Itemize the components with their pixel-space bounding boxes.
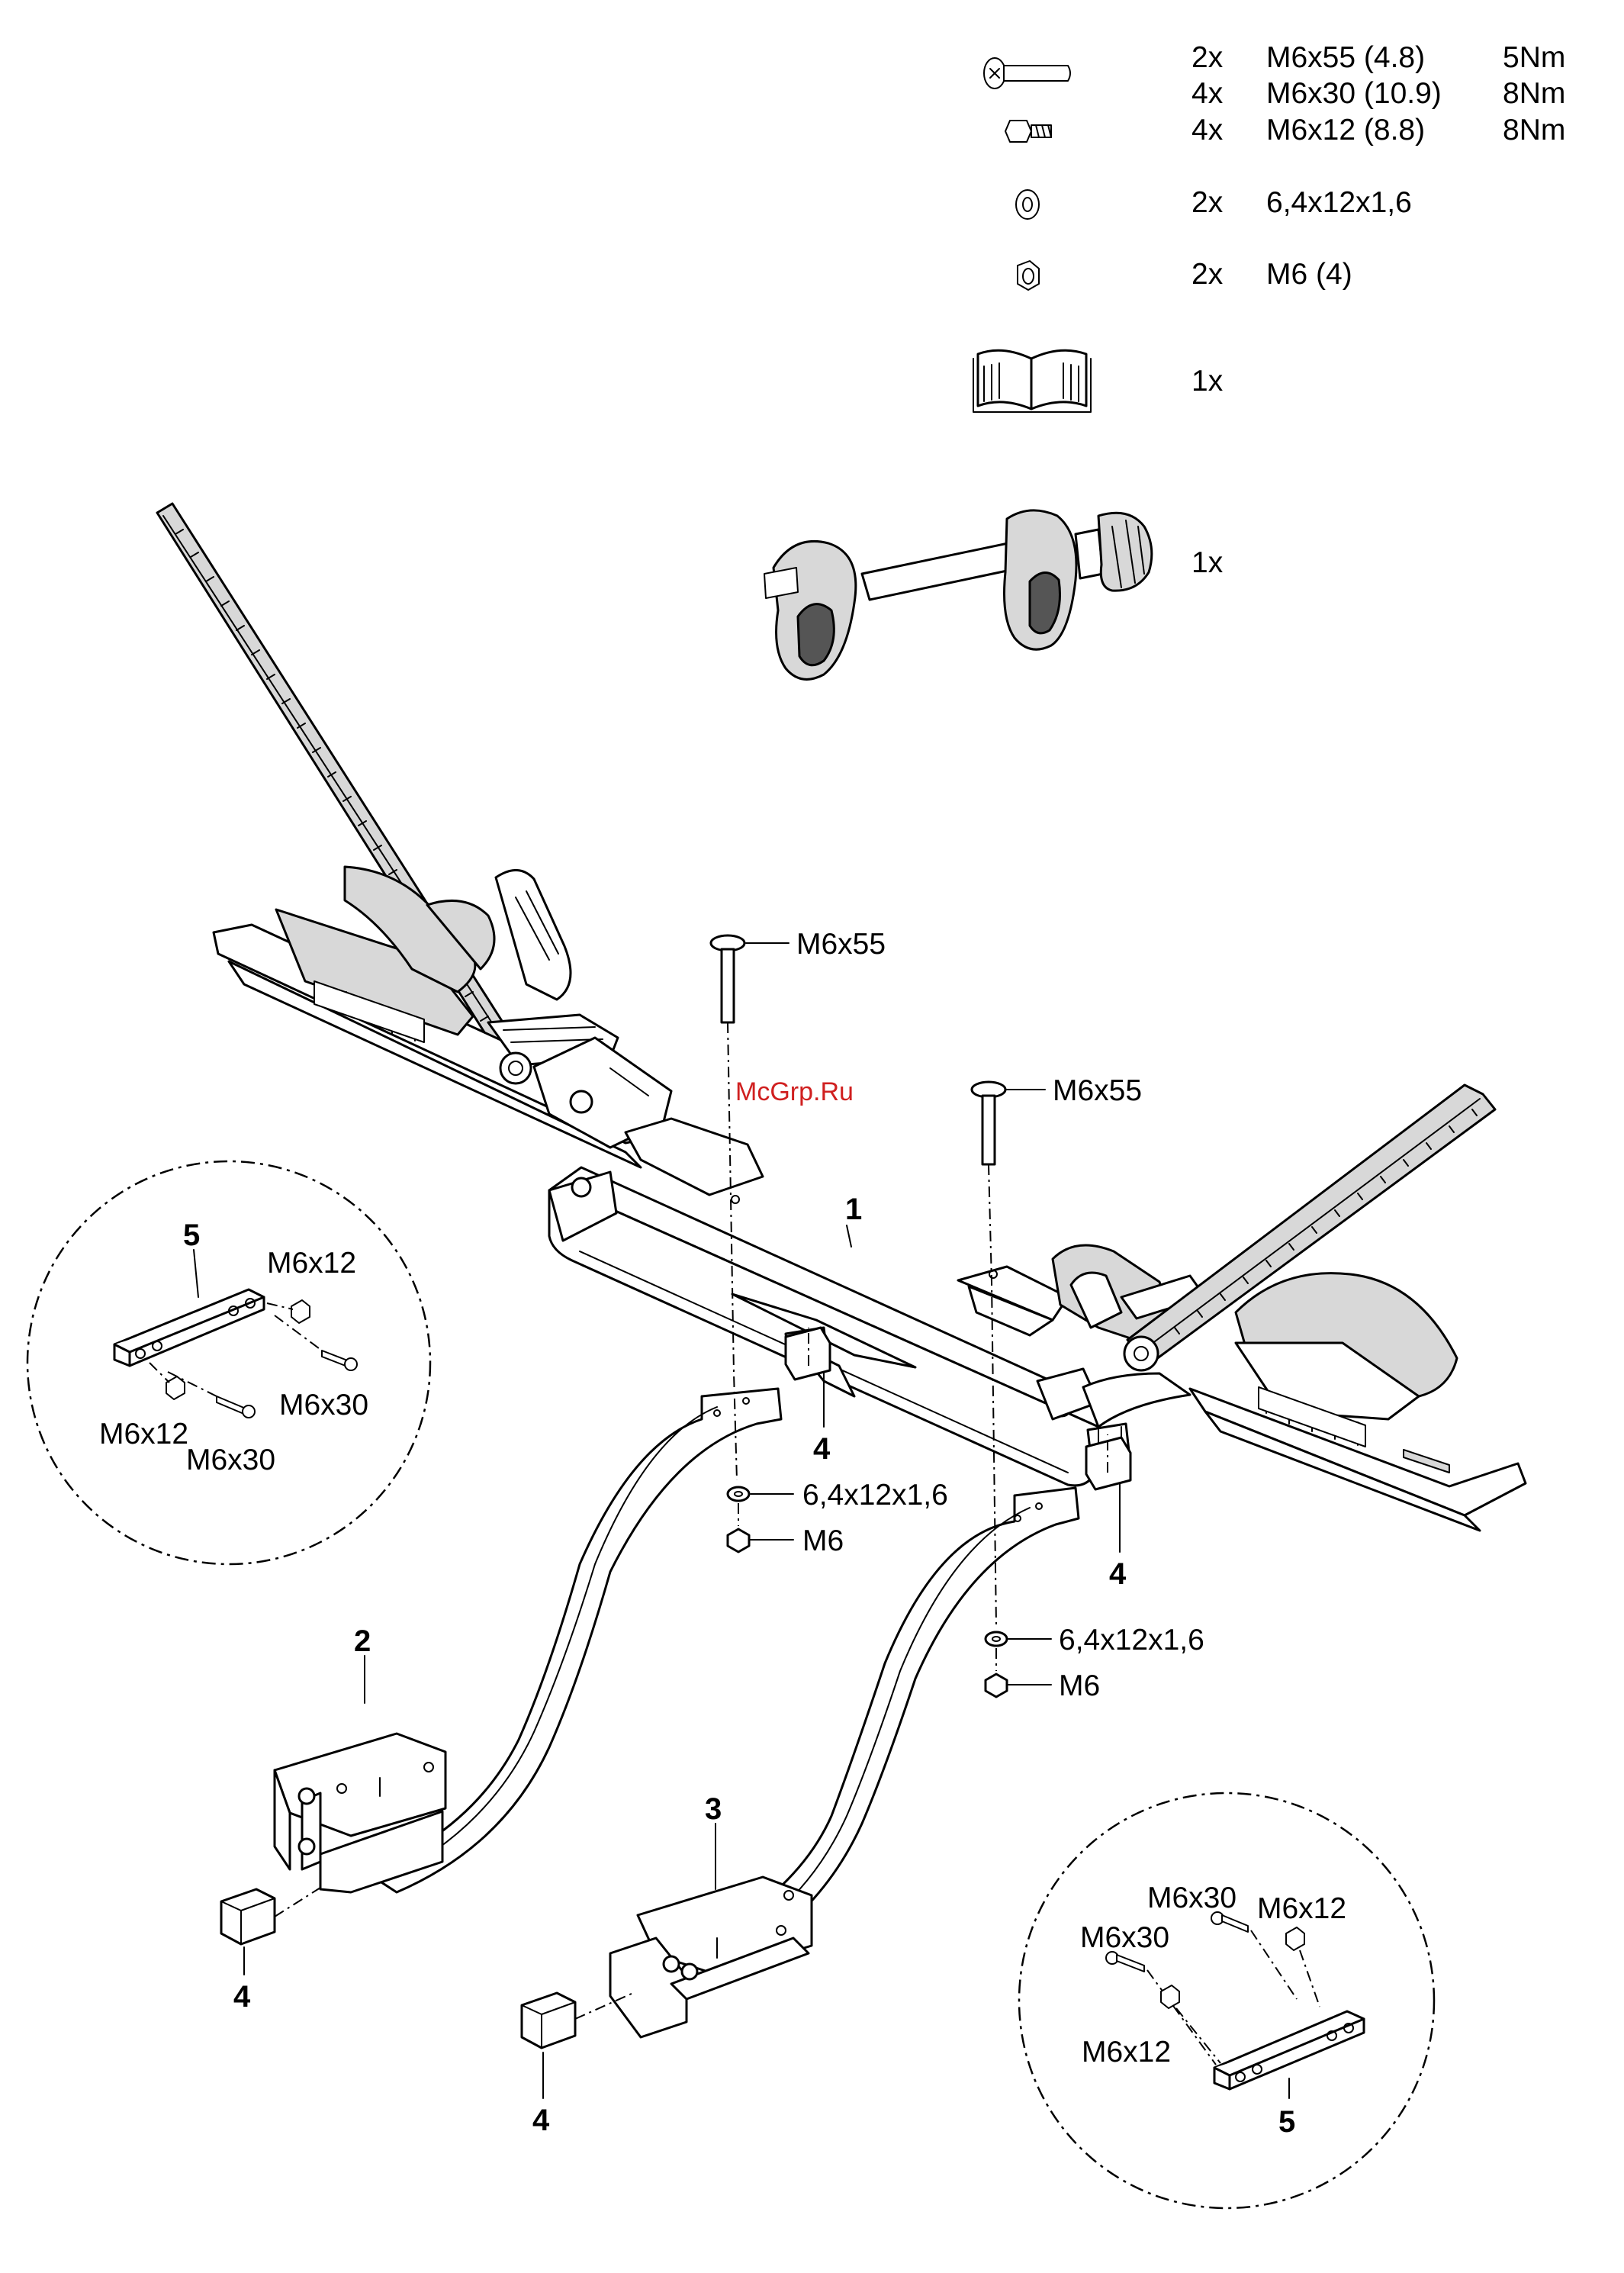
nut-left <box>728 1529 749 1552</box>
detail-label: M6x30 <box>1147 1882 1236 1914</box>
end-cap-right <box>522 1993 575 2048</box>
callout-washer: 6,4x12x1,6 <box>802 1479 948 1512</box>
frame-holder-icon <box>764 510 1152 680</box>
detail-label: M6x12 <box>1257 1892 1346 1925</box>
parts-list-text: 2x M6x55 (4.8) 5Nm 4x M6x30 (10.9) 8Nm 4… <box>1191 41 1565 579</box>
callout-nut: M6 <box>802 1524 844 1557</box>
detail-circle-left: 5 M6x12 M6x30 M6x12 M6x30 <box>27 1161 430 1564</box>
part-number-4: 4 <box>1109 1557 1127 1591</box>
detail-label: M6x12 <box>1082 2036 1171 2069</box>
callout-nut: M6 <box>1059 1669 1100 1702</box>
washer-left <box>728 1487 749 1501</box>
bolt-icon <box>1005 121 1051 142</box>
detail-label: M6x12 <box>267 1247 356 1280</box>
part-number-4: 4 <box>233 1980 251 2014</box>
part-number-1: 1 <box>845 1193 862 1226</box>
detail-circle-right: M6x30 M6x12 M6x30 M6x12 5 <box>1019 1793 1434 2208</box>
detail-part-number-5: 5 <box>1278 2105 1295 2139</box>
detail-label: M6x30 <box>279 1389 368 1421</box>
parts-qty: 4x <box>1191 77 1224 110</box>
part-number-2: 2 <box>354 1624 371 1658</box>
parts-spec: 6,4x12x1,6 <box>1266 186 1412 219</box>
parts-qty: 1x <box>1191 546 1224 579</box>
manual-book-icon <box>973 350 1091 412</box>
parts-torque: 8Nm <box>1503 77 1565 110</box>
part-number-3: 3 <box>705 1792 722 1826</box>
parts-spec: M6x30 (10.9) <box>1266 77 1442 110</box>
carriage-bolt-left <box>711 935 744 1022</box>
wheel-tray-left <box>214 867 671 1167</box>
callout-bolt-m6x55: M6x55 <box>796 928 886 961</box>
parts-spec: M6 (4) <box>1266 258 1352 291</box>
carriage-bolt-right <box>972 1082 1005 1164</box>
nut-icon <box>1018 261 1039 290</box>
parts-spec: M6x55 (4.8) <box>1266 41 1425 74</box>
parts-qty: 2x <box>1191 41 1224 74</box>
washer-icon <box>1016 190 1039 219</box>
parts-qty: 2x <box>1191 186 1224 219</box>
parts-qty: 1x <box>1191 365 1224 398</box>
detail-label: M6x30 <box>1080 1921 1169 1954</box>
parts-qty: 2x <box>1191 258 1224 291</box>
end-cap-left <box>221 1889 275 1944</box>
detail-part-number-5: 5 <box>183 1219 200 1252</box>
detail-label: M6x30 <box>186 1444 275 1476</box>
parts-torque: 5Nm <box>1503 41 1565 74</box>
nut-right <box>986 1674 1007 1697</box>
watermark: McGrp.Ru <box>735 1077 854 1106</box>
parts-list: 2x M6x55 (4.8) 5Nm 4x M6x30 (10.9) 8Nm 4… <box>764 41 1565 679</box>
parts-spec: M6x12 (8.8) <box>1266 114 1425 146</box>
arm-right <box>610 1424 1130 2037</box>
carriage-bolt-icon <box>984 58 1070 89</box>
parts-qty: 4x <box>1191 114 1224 146</box>
callout-washer: 6,4x12x1,6 <box>1059 1624 1204 1656</box>
part-number-4: 4 <box>532 2104 550 2137</box>
detail-label: M6x12 <box>99 1418 188 1450</box>
washer-right <box>986 1632 1007 1646</box>
part-number-4: 4 <box>813 1432 831 1466</box>
wheel-tray-right <box>1190 1273 1526 1531</box>
callout-bolt-m6x55: M6x55 <box>1053 1074 1142 1107</box>
parts-torque: 8Nm <box>1503 114 1565 146</box>
